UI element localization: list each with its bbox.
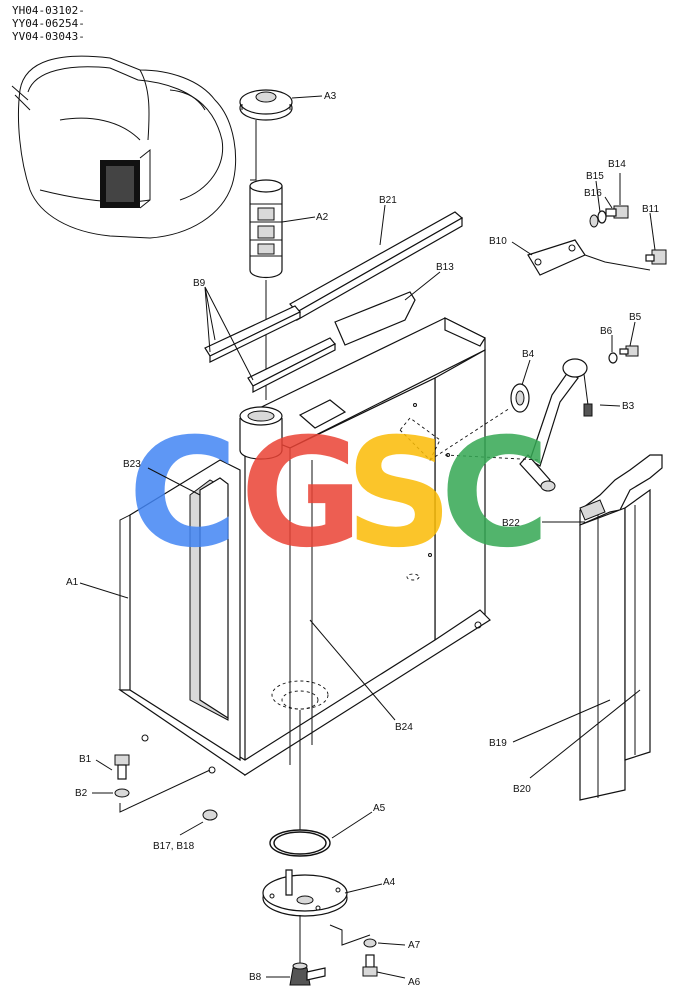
washer-b16 xyxy=(589,214,599,228)
spacer-b13 xyxy=(334,291,416,346)
fuel-tank xyxy=(118,317,491,777)
washer-b6 xyxy=(608,352,618,364)
watermark-letter-s: S xyxy=(345,407,453,581)
washer-b17-b18 xyxy=(202,809,218,821)
fuel-cap xyxy=(239,89,293,121)
o-ring-a5 xyxy=(269,829,331,857)
serial-number-1: YH04-03102- xyxy=(12,4,85,17)
label-b8: B8 xyxy=(249,972,262,983)
part-labels: A3 A2 B21 B13 B9 B10 B16 B15 B14 B11 B5 … xyxy=(66,91,659,988)
washer-a7 xyxy=(363,938,377,948)
leader-lines xyxy=(79,95,656,979)
label-a3: A3 xyxy=(324,91,337,102)
label-b21: B21 xyxy=(379,195,397,206)
machine-location-thumbnail xyxy=(11,55,237,239)
washer-b15 xyxy=(597,210,607,224)
seal-strip-b9-lower xyxy=(247,337,336,393)
watermark-letter-c2: C xyxy=(440,407,550,581)
label-a1: A1 xyxy=(66,577,79,588)
label-b22: B22 xyxy=(502,518,520,529)
bolt-b11 xyxy=(645,249,667,265)
bolt-a6 xyxy=(362,954,378,977)
label-b17-b18: B17, B18 xyxy=(153,841,195,852)
fuel-level-sender xyxy=(510,358,593,492)
bracket-b10 xyxy=(527,239,651,276)
label-b2: B2 xyxy=(75,788,88,799)
watermark-letter-g: G xyxy=(240,407,363,581)
label-b23: B23 xyxy=(123,459,141,470)
label-b19: B19 xyxy=(489,738,507,749)
fuel-strainer xyxy=(249,179,283,279)
label-b1: B1 xyxy=(79,754,92,765)
bolt-b14 xyxy=(605,205,629,219)
bolt-b1 xyxy=(114,754,130,780)
bolt-b5 xyxy=(619,345,639,357)
label-b15: B15 xyxy=(586,171,604,182)
label-b14: B14 xyxy=(608,159,626,170)
label-b4: B4 xyxy=(522,349,535,360)
washer-b2 xyxy=(114,788,130,798)
seal-plate-b19-b20 xyxy=(579,454,663,801)
label-b11: B11 xyxy=(642,204,659,215)
label-b5: B5 xyxy=(629,312,642,323)
seal-strip-b9-upper xyxy=(204,305,301,363)
serial-number-3: YV04-03043- xyxy=(12,30,85,43)
plate-a4 xyxy=(262,869,348,965)
drain-valve-b8 xyxy=(289,962,326,986)
label-a4: A4 xyxy=(383,877,396,888)
label-a5: A5 xyxy=(373,803,386,814)
watermark: C G S C xyxy=(128,407,550,581)
watermark-letter-c1: C xyxy=(128,407,238,581)
label-b3: B3 xyxy=(622,401,635,412)
label-b16: B16 xyxy=(584,188,602,199)
serial-number-2: YY04-06254- xyxy=(12,17,85,30)
label-a2: A2 xyxy=(316,212,329,223)
label-b6: B6 xyxy=(600,326,613,337)
label-b13: B13 xyxy=(436,262,454,273)
label-b9: B9 xyxy=(193,278,206,289)
label-b10: B10 xyxy=(489,236,507,247)
label-b20: B20 xyxy=(513,784,531,795)
label-a6: A6 xyxy=(408,977,421,988)
label-a7: A7 xyxy=(408,940,421,951)
label-b24: B24 xyxy=(395,722,413,733)
